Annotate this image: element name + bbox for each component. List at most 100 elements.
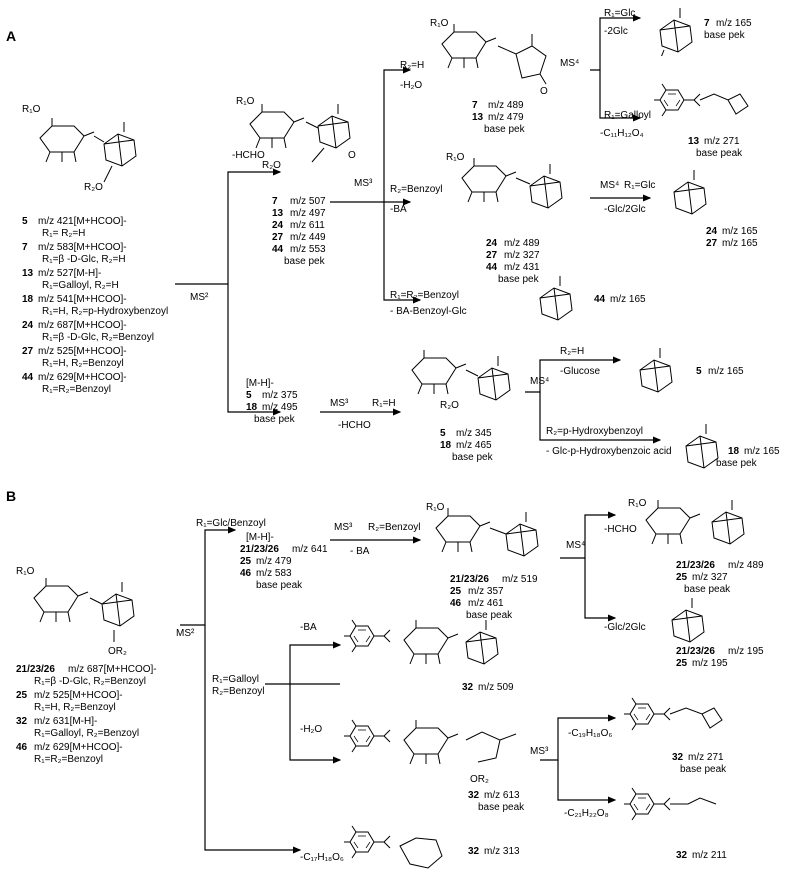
r1h-r2-label: R₂O [440, 400, 459, 411]
b-mh-mz: m/z 479 [256, 556, 292, 567]
b-g2-id: 32 [468, 790, 480, 801]
int1-id: 13 [272, 208, 284, 219]
structure-a-p44 [530, 272, 590, 322]
b-galloyl-cond-2: R₂=Benzoyl [212, 686, 265, 697]
galloyl-loss: -C₁₁H₁₂O₄ [600, 128, 644, 139]
b-g2-r2-label: OR₂ [470, 774, 489, 785]
start-compound-ion: m/z 525[M+HCOO]- [38, 346, 127, 357]
b-start-subst: R₁=β -D-Glc, R₂=Benzoyl [34, 676, 146, 687]
b-int-mz: m/z 357 [468, 586, 504, 597]
r2h-base-label: base pek [484, 124, 525, 135]
b-mh-id: 46 [240, 568, 252, 579]
b-prod1-id: 21/23/26 [676, 560, 715, 571]
b-start-ion: m/z 631[M-H]- [34, 716, 98, 727]
b-prod1-id: 25 [676, 572, 688, 583]
start-compound-ion: m/z 421[M+HCOO]- [38, 216, 127, 227]
p44-id: 44 [594, 294, 606, 305]
r1h-mz: m/z 345 [456, 428, 492, 439]
ms4-b-label: MS⁴ [600, 180, 620, 191]
b-bz-cond: R₂=Benzoyl [368, 522, 421, 533]
b-ms3-b-label: MS³ [530, 746, 549, 757]
r1h-id: 18 [440, 440, 452, 451]
r1h-id: 5 [440, 428, 446, 439]
b-int-r1-label: R₁O [426, 502, 445, 513]
structure-b-g1 [340, 610, 520, 680]
b-ms2-label: MS² [176, 628, 195, 639]
bz-mz: m/z 327 [504, 250, 540, 261]
int1-id: 24 [272, 220, 284, 231]
r1h-cond: R₁=H [372, 398, 396, 409]
p24-mz: m/z 165 [722, 226, 758, 237]
int1-r2-label: R₂O [262, 160, 281, 171]
p18-id: 18 [728, 446, 740, 457]
galloyl-cond: R₁=Galloyl [604, 110, 652, 121]
p13-mz: m/z 271 [704, 136, 740, 147]
bz-mz: m/z 489 [504, 238, 540, 249]
start-compound-id: 24 [22, 320, 34, 331]
b-prod2-id: 25 [676, 658, 688, 669]
bz-cond: R₂=Benzoyl [390, 184, 443, 195]
start-compound-id: 44 [22, 372, 34, 383]
r2h-id: 13 [472, 112, 484, 123]
start-compound-subst: R₁=β -D-Glc, R₂=H [42, 254, 126, 265]
b-mh-id: 21/23/26 [240, 544, 279, 555]
structure-b-g5 [340, 818, 500, 880]
b-hcho-loss: -HCHO [604, 524, 637, 535]
r2h-ketone-o: O [540, 86, 548, 97]
structure-a-p5 [630, 344, 690, 394]
b-start-subst: R₁=R₂=Benzoyl [34, 754, 103, 765]
bz-loss: -BA [390, 204, 407, 215]
b-prod2-mz: m/z 195 [692, 658, 728, 669]
structure-a-p13 [650, 76, 770, 136]
b-mh-base: base peak [256, 580, 303, 591]
structure-b-g4 [620, 780, 750, 840]
b-g5-id: 32 [468, 846, 480, 857]
ms3-label: MS³ [354, 178, 373, 189]
b-g4-id: 32 [676, 850, 688, 861]
start-compound-subst: R₁=H, R₂=p-Hydroxybenzoyl [42, 306, 169, 317]
b-g2-mz: m/z 613 [484, 790, 520, 801]
p27-id: 27 [706, 238, 718, 249]
structure-b-int [424, 500, 564, 580]
r2h-mz: m/z 479 [488, 112, 524, 123]
b-c17-loss: -C₁₇H₁₈O₆ [300, 852, 344, 863]
mh-ion-label: [M-H]- [246, 378, 274, 389]
p18-mz: m/z 165 [744, 446, 780, 457]
b-g2-base: base peak [478, 802, 525, 813]
p7-id: 7 [704, 18, 710, 29]
b-mh-ion: [M-H]- [246, 532, 274, 543]
mh-mz: m/z 375 [262, 390, 298, 401]
b-ba-loss: -BA [300, 622, 317, 633]
b-int-mz: m/z 461 [468, 598, 504, 609]
start-compound-id: 7 [22, 242, 28, 253]
b-start-r2-label: OR₂ [108, 646, 127, 657]
b-ms4-label: MS⁴ [566, 540, 586, 551]
start-compound-ion: m/z 629[M+HCOO]- [38, 372, 127, 383]
b-int-id: 21/23/26 [450, 574, 489, 585]
mh-mz: m/z 495 [262, 402, 298, 413]
structure-a-start [20, 100, 170, 200]
structure-a-int1 [236, 90, 376, 180]
b-c21-loss: -C₂₁H₂₂O₈ [564, 808, 609, 819]
bz-id: 27 [486, 250, 498, 261]
p44-mz: m/z 165 [610, 294, 646, 305]
b-prod1-mz: m/z 489 [728, 560, 764, 571]
start-compound-ion: m/z 583[M+HCOO]- [38, 242, 127, 253]
b-start-ion: m/z 525[M+HCOO]- [34, 690, 123, 701]
structure-a-r2h [430, 16, 580, 102]
panel-label-b: B [6, 488, 17, 504]
start-compound-subst: R₁=H, R₂=Benzoyl [42, 358, 124, 369]
b-g5-mz: m/z 313 [484, 846, 520, 857]
start-compound-id: 5 [22, 216, 28, 227]
start-compound-id: 13 [22, 268, 34, 279]
r2h2-cond: R₂=H [560, 346, 585, 357]
ms3-b-label: MS³ [330, 398, 349, 409]
p7-mz: m/z 165 [716, 18, 752, 29]
b-start-ion: m/z 687[M+HCOO]- [68, 664, 157, 675]
structure-b-prod1 [634, 494, 764, 554]
p13-base-label: base peak [696, 148, 743, 159]
b-prod1-r1-label: R₁O [628, 498, 647, 509]
bz-base-label: base pek [498, 274, 539, 285]
start-compound-ion: m/z 541[M+HCOO]- [38, 294, 127, 305]
b-start-id: 46 [16, 742, 28, 753]
